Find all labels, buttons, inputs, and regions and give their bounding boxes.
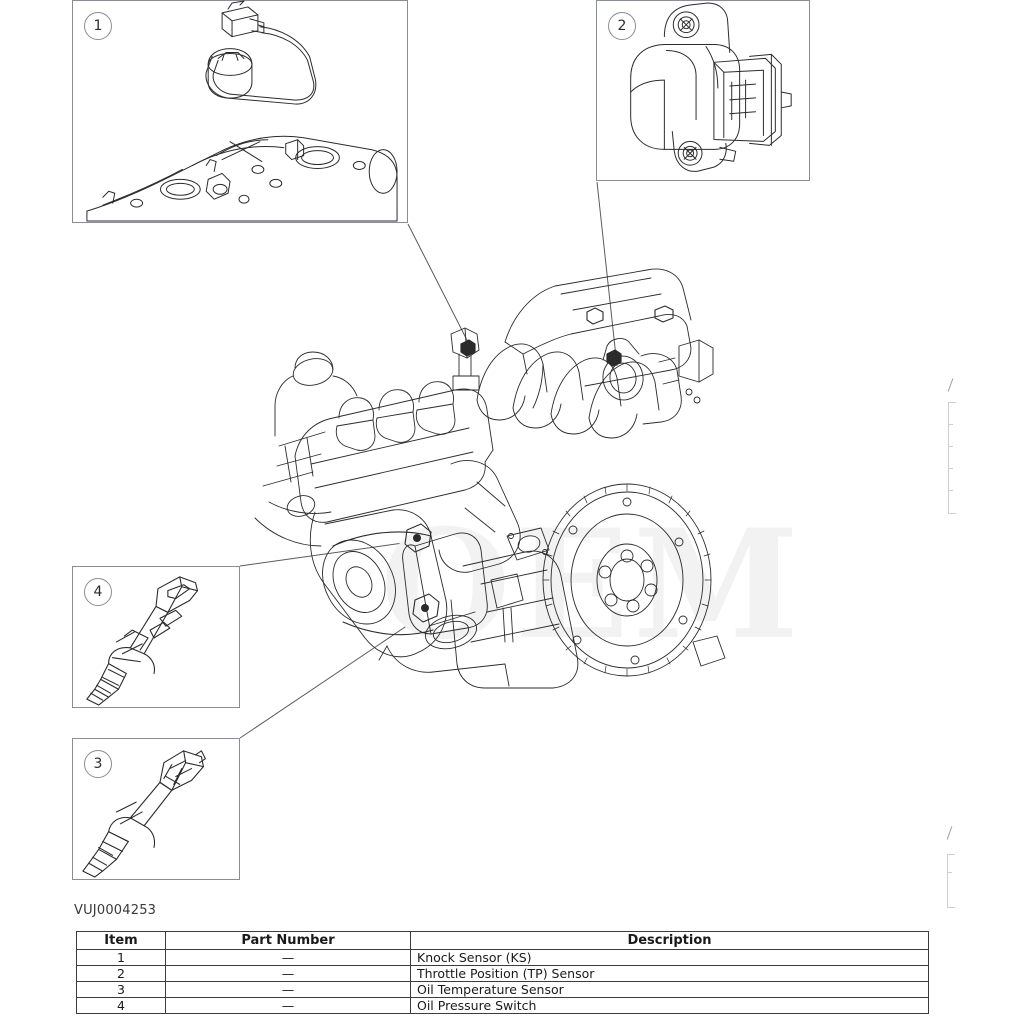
callout-number-4: 4: [84, 578, 112, 606]
parts-table: Item Part Number Description 1 — Knock S…: [76, 931, 929, 1014]
table-row: 4 — Oil Pressure Switch: [76, 997, 929, 1014]
oil-pan: [378, 645, 510, 687]
cell-description: Oil Pressure Switch: [410, 997, 929, 1014]
table-header-row: Item Part Number Description: [76, 931, 929, 950]
cell-part-number: —: [165, 965, 411, 982]
callout-number-2: 2: [608, 12, 636, 40]
callout-number-3: 3: [84, 750, 112, 778]
brackets-and-tubes: [254, 431, 332, 547]
cell-item: 3: [76, 981, 166, 998]
callout-box-1[interactable]: 1: [72, 0, 408, 223]
header-part-number: Part Number: [165, 931, 411, 950]
cell-description: Throttle Position (TP) Sensor: [410, 965, 929, 982]
header-item: Item: [76, 931, 166, 950]
callout-box-4[interactable]: 4: [72, 566, 240, 708]
cell-item: 1: [76, 949, 166, 966]
cell-part-number: —: [165, 949, 411, 966]
cell-description: Oil Temperature Sensor: [410, 981, 929, 998]
flywheel: [542, 483, 726, 677]
cell-part-number: —: [165, 997, 411, 1014]
cell-item: 4: [76, 997, 166, 1014]
watermark: OEM: [380, 497, 804, 673]
table-row: 2 — Throttle Position (TP) Sensor: [76, 965, 929, 982]
cell-item: 2: [76, 965, 166, 982]
figure-id: VUJ0004253: [74, 903, 157, 918]
intake-manifold: [476, 268, 692, 439]
callout-box-3[interactable]: 3: [72, 738, 240, 880]
knock-sensor-drawing: [86, 0, 398, 222]
engine-assembly-illustration: [254, 250, 755, 690]
header-description: Description: [410, 931, 929, 950]
table-row: 3 — Oil Temperature Sensor: [76, 981, 929, 998]
oil-pressure-switch-drawing: [86, 576, 199, 706]
cell-part-number: —: [165, 981, 411, 998]
throttle-body: [602, 338, 714, 425]
cylinder-head: [274, 327, 494, 523]
oil-temperature-sensor-drawing: [82, 750, 206, 878]
front-cover-accessory-drive: [309, 509, 488, 658]
throttle-position-sensor-drawing: [630, 2, 792, 172]
callout-number-1: 1: [84, 12, 112, 40]
cell-description: Knock Sensor (KS): [410, 949, 929, 966]
exhaust-manifold: [438, 460, 550, 573]
table-row: 1 — Knock Sensor (KS): [76, 949, 929, 966]
callout-box-2[interactable]: 2: [596, 0, 810, 181]
bell-housing: [450, 550, 579, 689]
